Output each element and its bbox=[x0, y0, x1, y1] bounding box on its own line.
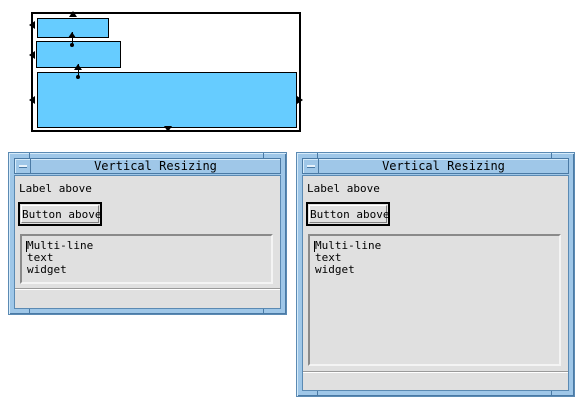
button-above[interactable]: Button above bbox=[306, 202, 390, 226]
resize-handle-mark bbox=[263, 309, 264, 314]
arrow-head-icon bbox=[29, 21, 35, 29]
arrow-head-icon bbox=[74, 64, 82, 70]
separator bbox=[303, 371, 568, 373]
arrow-head-icon bbox=[29, 51, 35, 59]
diagram-button-box bbox=[36, 41, 121, 68]
text-line: text bbox=[315, 251, 342, 264]
window-vertical-resizing-small[interactable]: Vertical Resizing Label above Button abo… bbox=[8, 152, 287, 315]
window-menu-icon bbox=[307, 165, 315, 168]
separator bbox=[15, 288, 280, 290]
text-cursor bbox=[26, 241, 27, 252]
label-above: Label above bbox=[19, 182, 92, 195]
window-title: Vertical Resizing bbox=[94, 159, 217, 173]
text-line: Multi-line bbox=[27, 239, 94, 252]
text-line: Multi-line bbox=[315, 239, 382, 252]
window-vertical-resizing-tall[interactable]: Vertical Resizing Label above Button abo… bbox=[296, 152, 575, 397]
text-cursor bbox=[314, 241, 315, 252]
arrow-head-icon bbox=[29, 96, 35, 104]
constraint-diagram bbox=[29, 11, 303, 132]
resize-handle-mark bbox=[29, 309, 30, 314]
button-label: Button above bbox=[21, 205, 101, 223]
text-line: widget bbox=[27, 263, 67, 276]
resize-handle-mark bbox=[263, 153, 264, 158]
window-title: Vertical Resizing bbox=[382, 159, 505, 173]
diagram-text-box bbox=[37, 72, 297, 128]
window-menu-button[interactable] bbox=[15, 159, 31, 173]
title-bar[interactable]: Vertical Resizing bbox=[302, 158, 569, 174]
attachment-dot bbox=[76, 75, 80, 79]
attachment-line bbox=[78, 64, 79, 78]
window-menu-button[interactable] bbox=[303, 159, 319, 173]
arrow-head-icon bbox=[69, 11, 77, 17]
arrow-head-icon bbox=[297, 96, 303, 104]
title-bar[interactable]: Vertical Resizing bbox=[14, 158, 281, 174]
resize-handle-mark bbox=[317, 391, 318, 396]
button-label: Button above bbox=[309, 205, 389, 223]
text-line: widget bbox=[315, 263, 355, 276]
attachment-line bbox=[72, 32, 73, 46]
window-menu-icon bbox=[19, 165, 27, 168]
button-above[interactable]: Button above bbox=[18, 202, 102, 226]
resize-handle-mark bbox=[29, 153, 30, 158]
label-above: Label above bbox=[307, 182, 380, 195]
attachment-dot bbox=[70, 43, 74, 47]
arrow-head-icon bbox=[68, 32, 76, 38]
resize-handle-mark bbox=[551, 391, 552, 396]
text-line: text bbox=[27, 251, 54, 264]
arrow-head-icon bbox=[164, 126, 172, 132]
resize-handle-mark bbox=[551, 153, 552, 158]
resize-handle-mark bbox=[317, 153, 318, 158]
